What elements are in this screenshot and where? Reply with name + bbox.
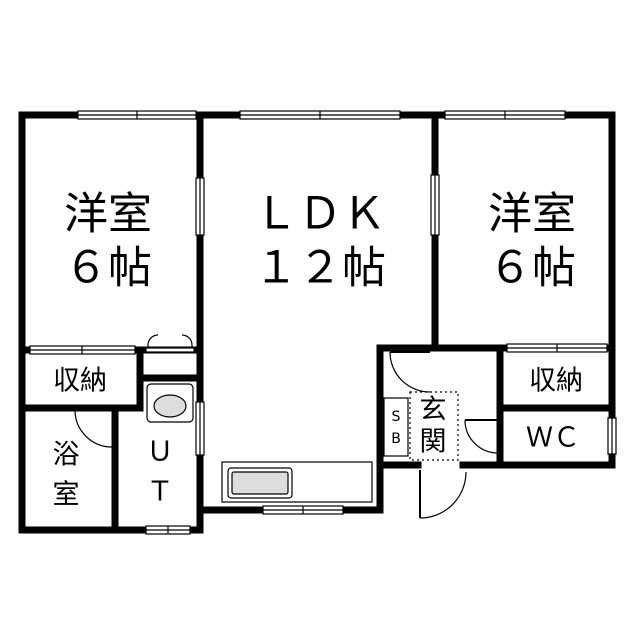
entrance-label-1: 玄 xyxy=(420,395,447,426)
ldk-label: ＬＤＫ xyxy=(254,189,386,240)
utility-label-1: Ｕ xyxy=(147,437,174,468)
utility-label-2: Ｔ xyxy=(147,477,174,508)
bath-label-2: 室 xyxy=(53,480,80,511)
bath-label-1: 浴 xyxy=(53,440,80,471)
windows xyxy=(29,110,617,535)
entrance-label-2: 関 xyxy=(420,427,447,458)
shoe-box-label-2: B xyxy=(391,431,401,447)
shoe-box-label-1: S xyxy=(392,409,401,425)
fixtures xyxy=(146,383,409,503)
doors xyxy=(74,334,499,519)
storage-right-label: 収納 xyxy=(529,366,583,397)
western-room-right-size: ６帖 xyxy=(488,243,576,294)
western-room-left-size: ６帖 xyxy=(64,243,152,294)
ldk-size: １２帖 xyxy=(254,243,386,294)
toilet-label: ＷＣ xyxy=(526,423,580,454)
shoe-box xyxy=(383,397,409,457)
western-room-left-label: 洋室 xyxy=(64,189,152,240)
western-room-right-label: 洋室 xyxy=(488,189,576,240)
storage-left-label: 収納 xyxy=(53,366,107,397)
room-labels: 洋室 ６帖 ＬＤＫ １２帖 洋室 ６帖 収納 収納 浴 室 Ｕ Ｔ S B 玄 … xyxy=(53,189,584,511)
